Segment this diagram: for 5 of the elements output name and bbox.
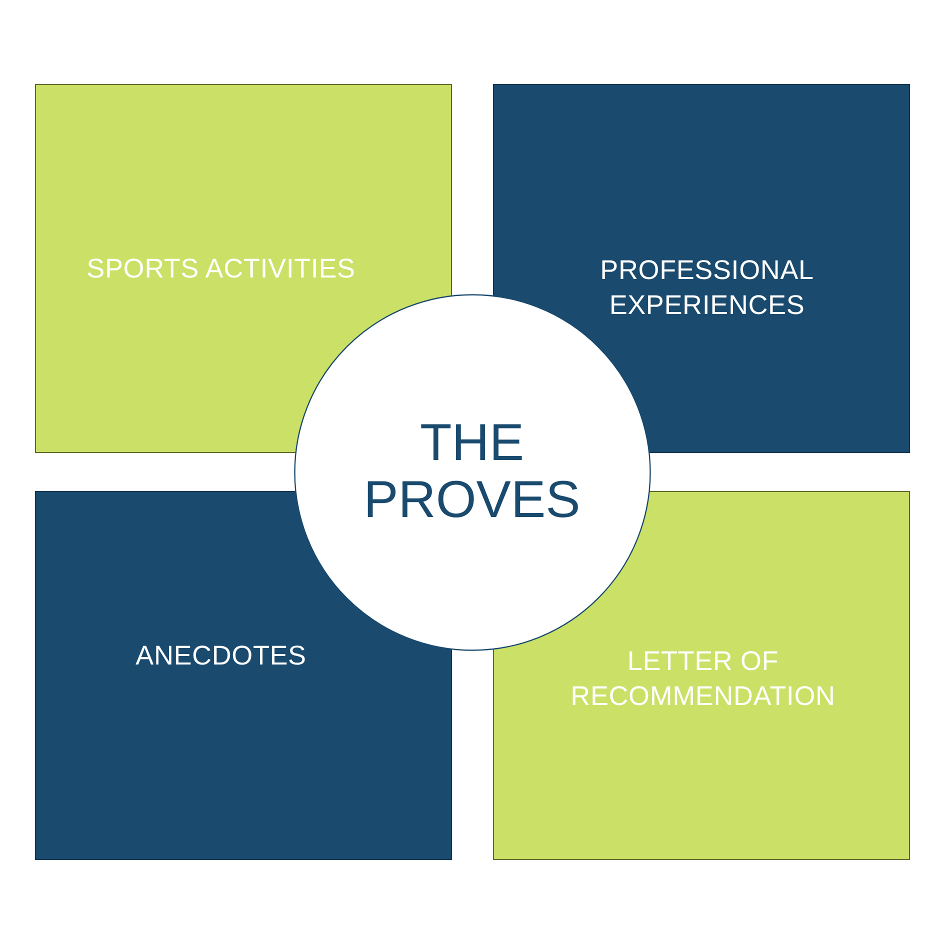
category-label: ANECDOTES bbox=[136, 639, 306, 672]
center-title: THE PROVES bbox=[362, 414, 582, 530]
category-label: LETTER OF RECOMMENDATION bbox=[570, 644, 836, 713]
category-label: PROFESSIONAL EXPERIENCES bbox=[599, 254, 815, 322]
category-label: SPORTS ACTIVITIES bbox=[86, 252, 356, 286]
